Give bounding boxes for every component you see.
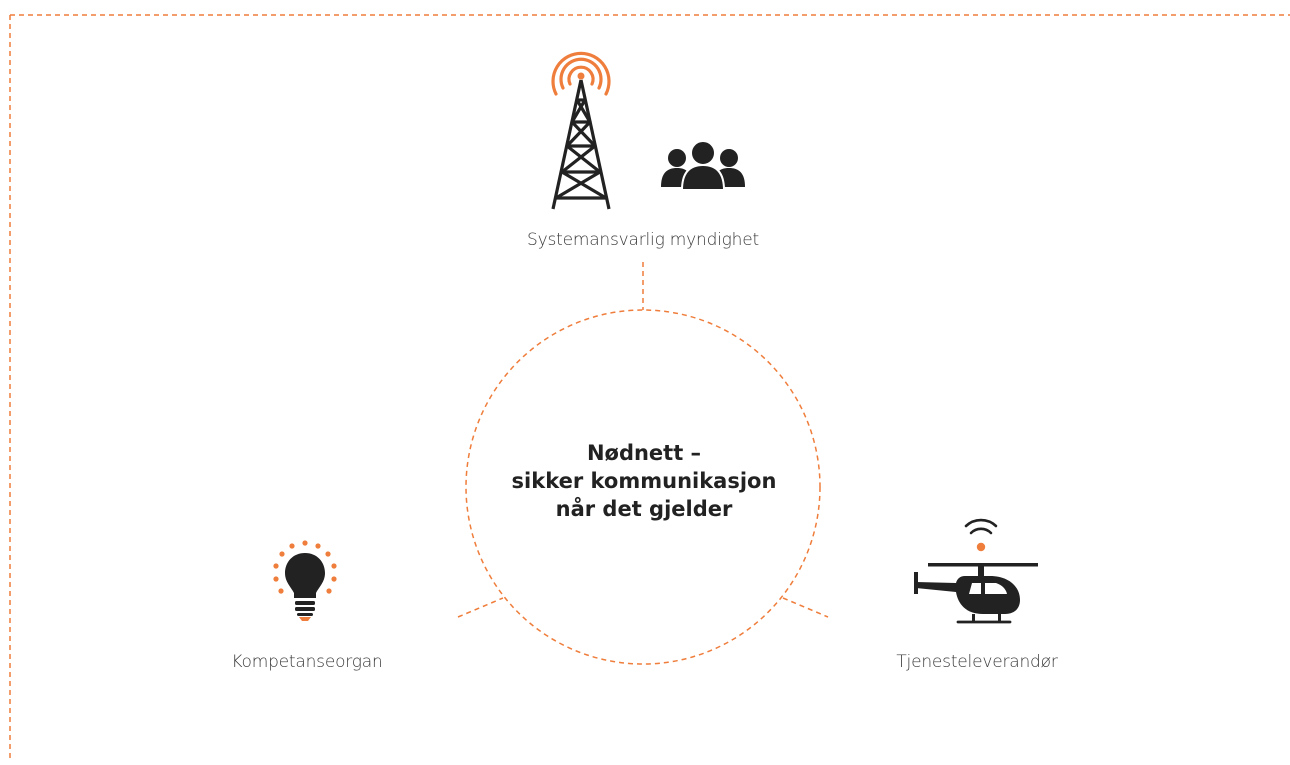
wifi-signal-icon [964,518,998,552]
center-title-line-1: Nødnett – [586,441,702,465]
helicopter-icon [914,563,1038,624]
connector-left [457,597,504,618]
node-label-kompetanseorgan: Kompetanseorgan [231,652,383,672]
center-circle [465,309,821,665]
node-label-systemansvarlig: Systemansvarlig myndighet [527,230,759,250]
people-group-icon [661,140,745,191]
connector-right [782,597,829,618]
center-title-line-2: sikker kommunikasjon [511,469,777,493]
center-title-line-3: når det gjelder [555,497,733,521]
radio-tower-icon [551,51,611,210]
lightbulb-icon [273,540,337,621]
node-label-tjenesteleverandor: Tjenesteleverandør [896,652,1058,672]
